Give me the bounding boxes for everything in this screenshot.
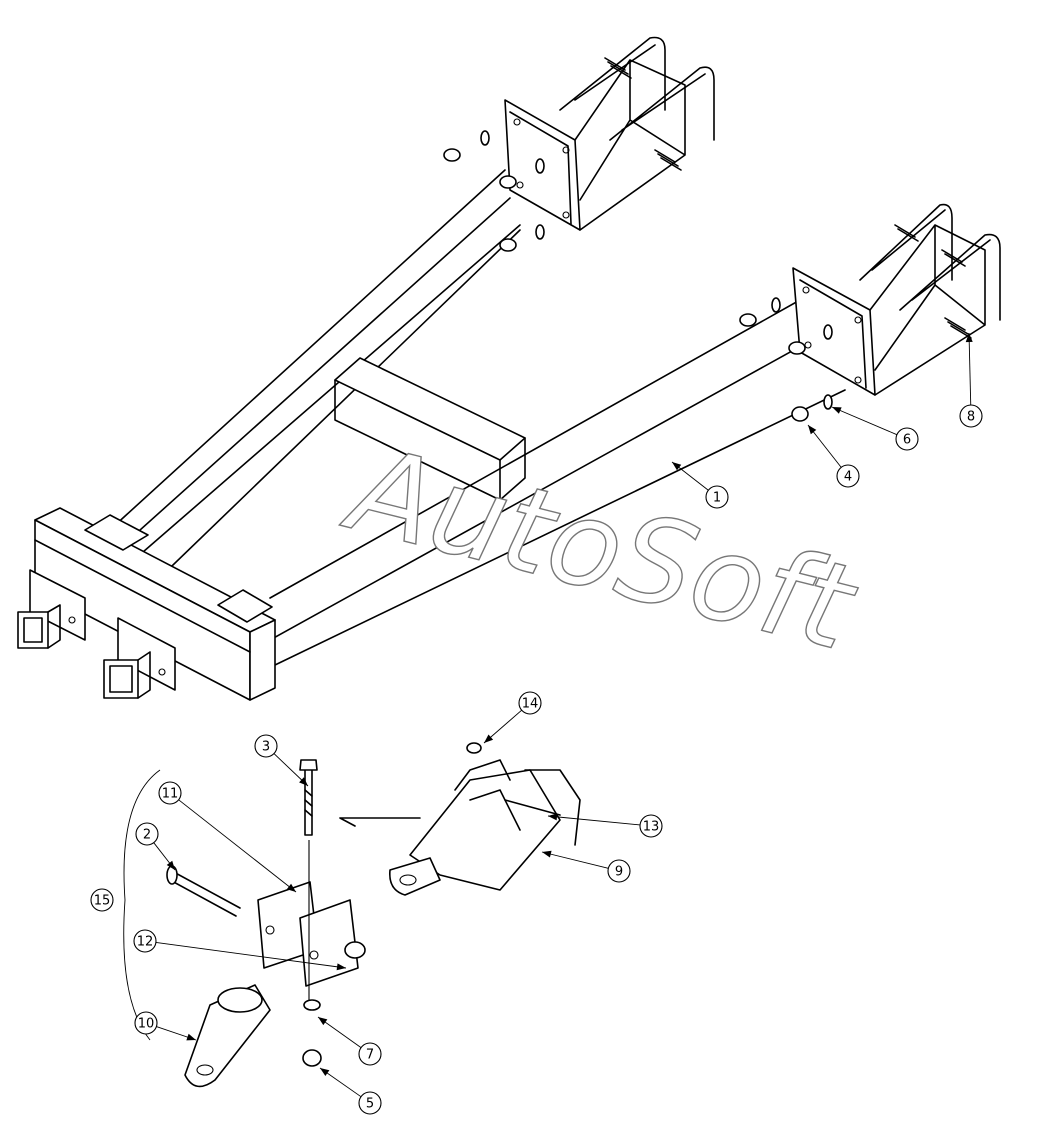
tow-hitch-assembly [123, 742, 581, 1088]
callout-number: 1 [713, 491, 721, 506]
callout-balloon [518, 691, 542, 715]
callout-4: 4 [807, 424, 860, 488]
callout-balloon [358, 1042, 382, 1066]
callout-11: 11 [158, 781, 297, 893]
callout-7: 7 [317, 1016, 382, 1066]
callout-5: 5 [319, 1067, 382, 1115]
callout-number: 9 [615, 865, 623, 880]
callout-number: 5 [366, 1097, 374, 1112]
callout-leader-line [547, 815, 641, 826]
callout-balloon [254, 734, 278, 758]
callout-balloon [639, 814, 663, 838]
callout-number: 15 [94, 894, 111, 909]
callout-arrowhead [832, 407, 842, 414]
callout-balloon [133, 929, 157, 953]
callout-8: 8 [959, 332, 983, 428]
front-crossbar [17, 507, 276, 701]
callout-balloon [358, 1091, 382, 1115]
callout-number: 12 [137, 935, 154, 950]
callout-arrowhead [166, 860, 175, 870]
callout-arrowhead [336, 963, 346, 971]
callout-balloon [959, 404, 983, 428]
callout-leader-line [968, 332, 972, 406]
callout-number: 7 [366, 1048, 374, 1063]
callout-balloon [895, 427, 919, 451]
right-frame-arm [269, 203, 1001, 666]
callout-1: 1 [671, 461, 729, 509]
callout-balloon [705, 485, 729, 509]
callout-arrowhead [808, 425, 817, 435]
callout-balloon [158, 781, 182, 805]
callout-number: 8 [967, 410, 975, 425]
callout-14: 14 [483, 691, 542, 744]
callout-10: 10 [134, 1011, 197, 1041]
callout-12: 12 [133, 929, 347, 971]
callout-arrowhead [548, 813, 558, 821]
callout-arrowhead [542, 850, 552, 858]
callout-arrowhead [484, 734, 494, 743]
callout-leader-line [831, 406, 898, 436]
callout-arrowhead [318, 1017, 328, 1026]
callout-leader-line [155, 942, 347, 969]
callout-6: 6 [831, 406, 919, 451]
cross-brace [334, 357, 526, 501]
left-frame-arm [89, 36, 715, 593]
callout-arrowhead [286, 883, 296, 892]
callout-balloon [90, 888, 114, 912]
callout-15: 15 [90, 888, 114, 912]
callout-3: 3 [254, 734, 309, 787]
callout-13: 13 [547, 813, 663, 838]
callout-arrowhead [320, 1068, 330, 1077]
callout-2: 2 [135, 822, 176, 871]
callout-number: 14 [522, 697, 539, 712]
callout-leader-line [178, 799, 297, 893]
callout-number: 13 [643, 820, 660, 835]
callout-number: 4 [844, 470, 852, 485]
callout-arrowhead [299, 777, 308, 786]
callout-9: 9 [541, 850, 631, 883]
callout-number: 10 [138, 1017, 155, 1032]
callout-balloon [135, 822, 159, 846]
callout-arrowhead [186, 1033, 196, 1041]
callout-balloon [134, 1011, 158, 1035]
callout-number: 11 [162, 787, 179, 802]
callout-balloon [836, 464, 860, 488]
callout-leader-line [541, 851, 609, 869]
callout-number: 2 [143, 828, 151, 843]
callout-arrowhead [965, 333, 973, 343]
callout-arrowhead [672, 462, 682, 471]
callout-balloon [607, 859, 631, 883]
callout-number: 6 [903, 433, 911, 448]
callout-number: 3 [262, 740, 270, 755]
